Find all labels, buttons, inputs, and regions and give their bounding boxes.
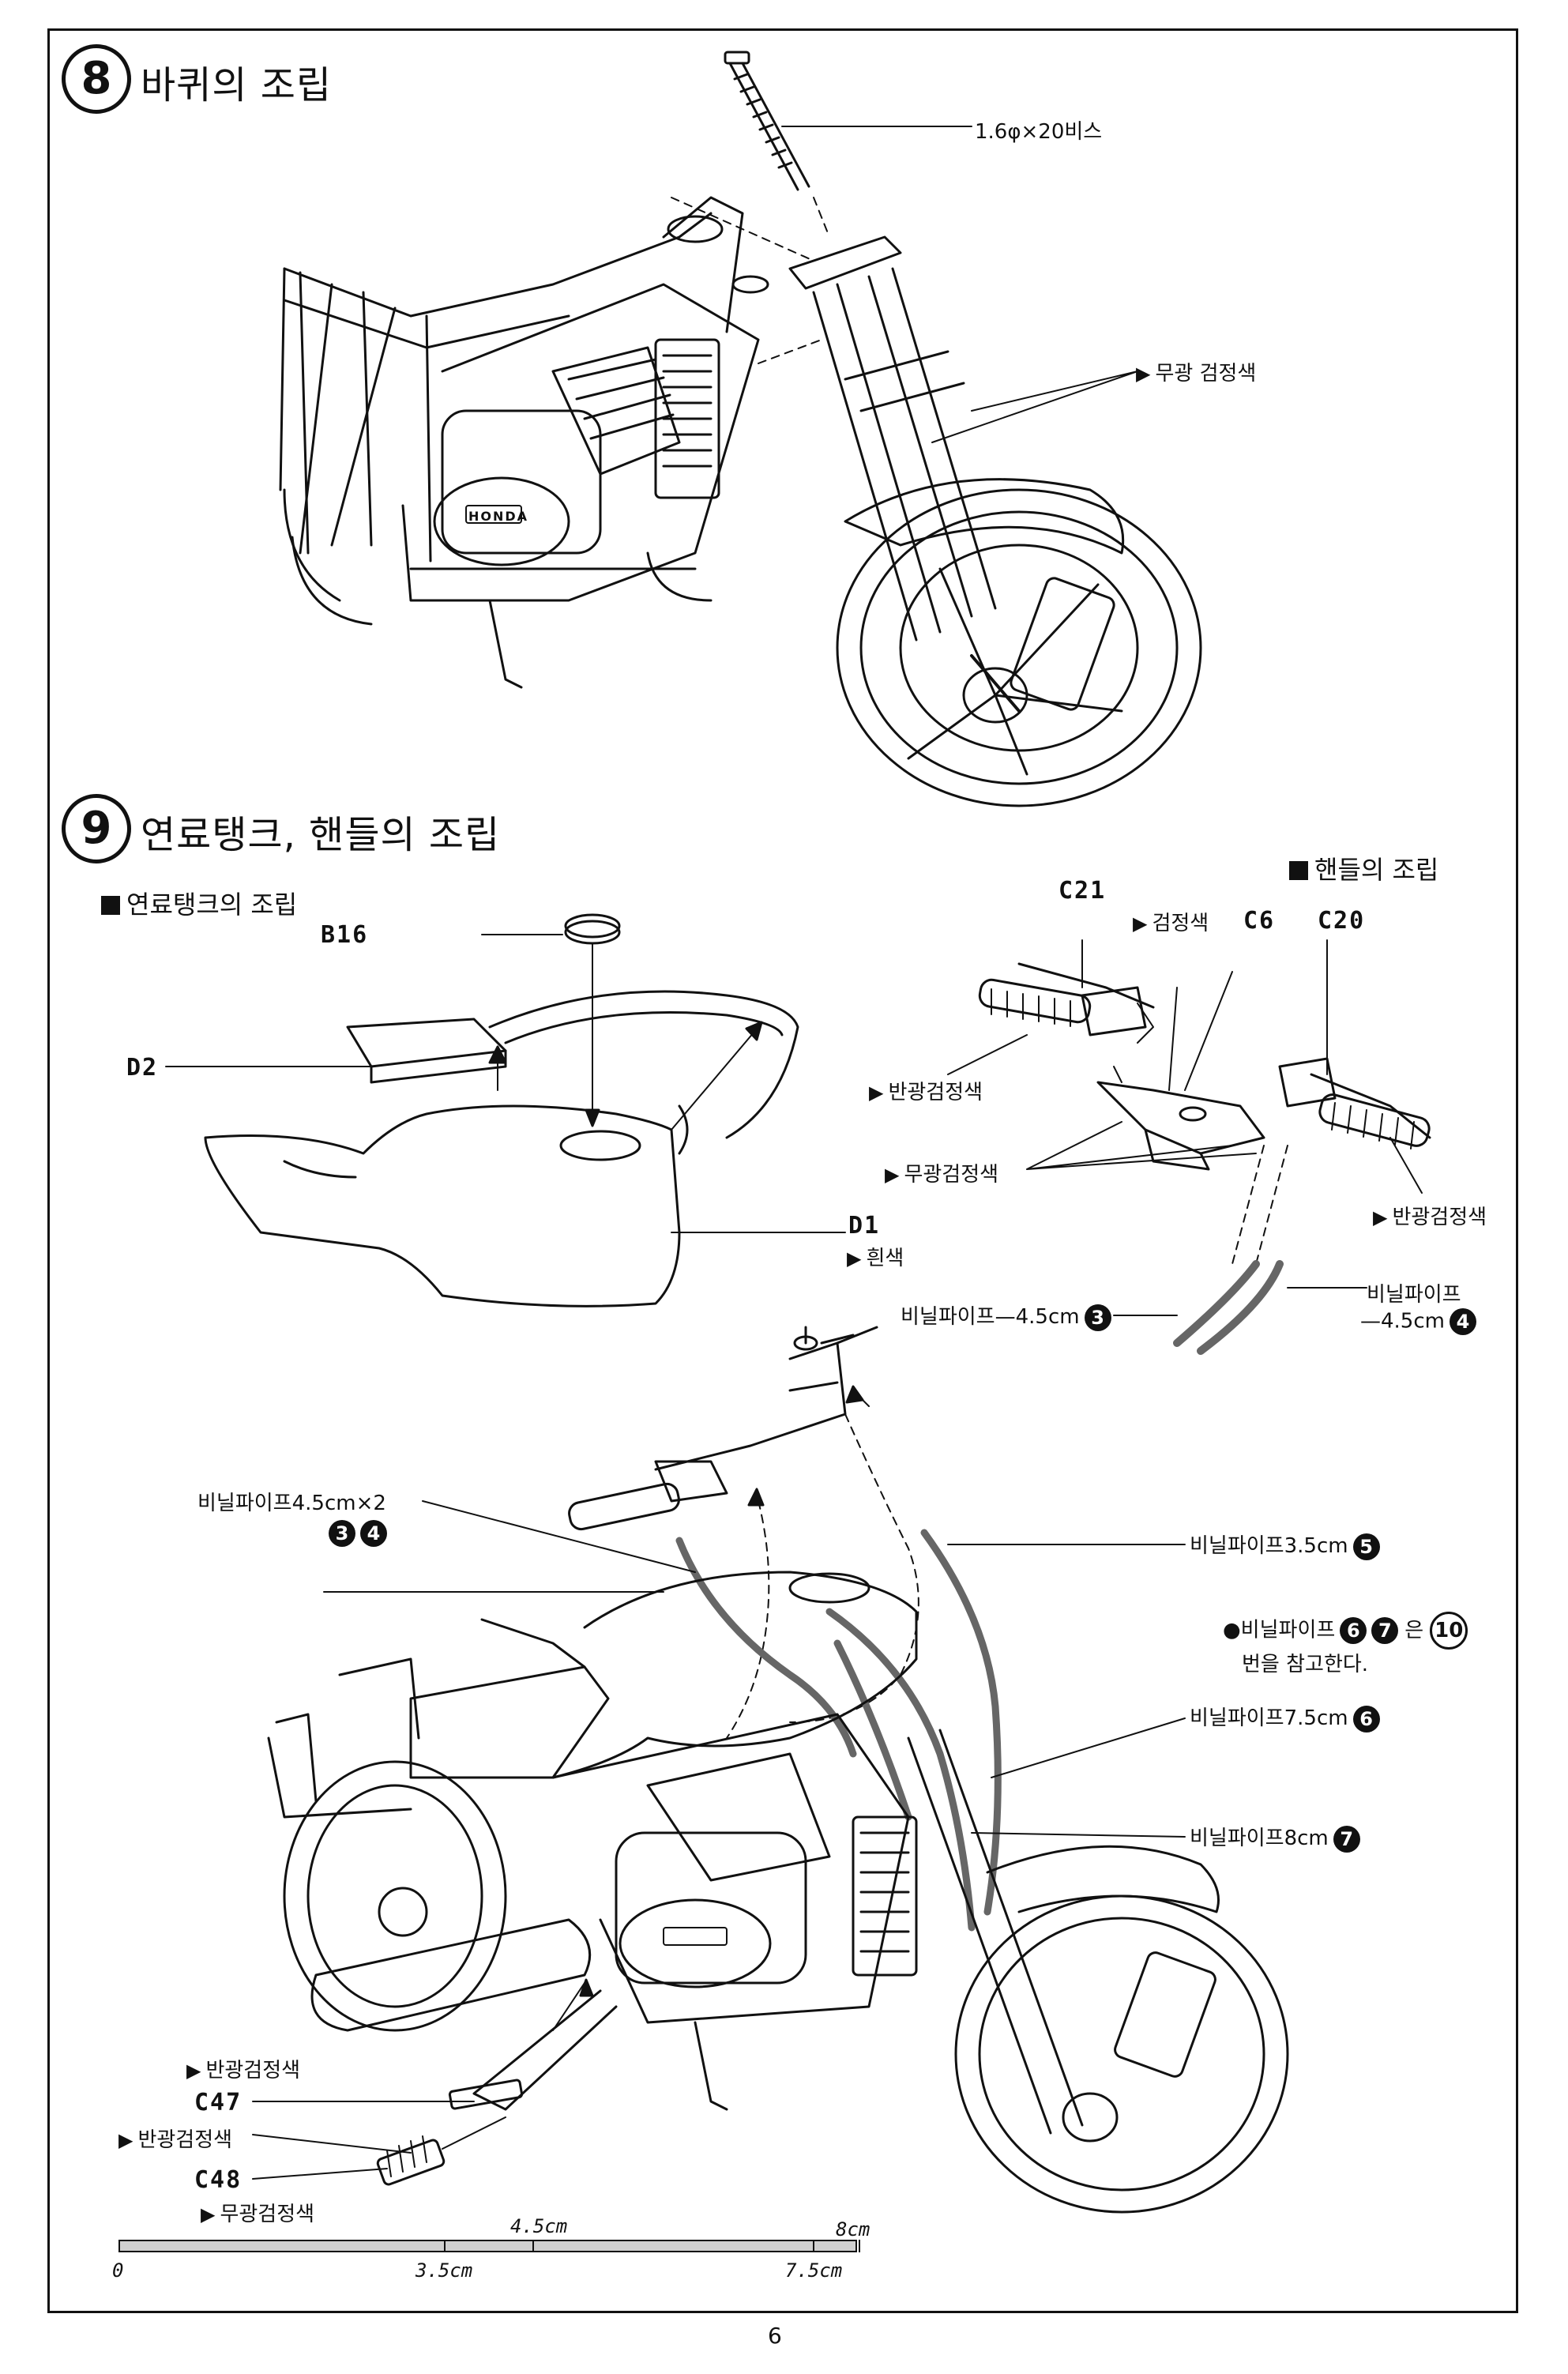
part-number-badge: 7: [1371, 1617, 1399, 1644]
screw-spec-label: 1.6φ×20비스: [975, 120, 1103, 144]
left-grip-paint-label: ▶반광검정색: [869, 1081, 983, 1104]
part-number-badge: 3: [329, 1520, 355, 1547]
fork-paint-label: ▶무광 검정색: [1136, 362, 1257, 386]
ruler-label-3-5: 3.5cm: [416, 2259, 473, 2282]
part-number-badge: 4: [1449, 1308, 1476, 1335]
step-number-badge: 9: [62, 794, 131, 863]
step8-motorcycle-drawing: [279, 51, 1202, 807]
ruler-label-8: 8cm: [836, 2218, 870, 2240]
triangle-pointer-icon: ▶: [186, 2060, 201, 2082]
step-title: 바퀴의 조립: [141, 63, 333, 107]
pedal-paint-label: ▶반광검정색: [186, 2059, 301, 2082]
pipe-pair-label: 비닐파이프4.5cm×2: [197, 1492, 386, 1515]
part-number-badge: 5: [1352, 1533, 1380, 1560]
footstep-paint-label: ▶무광검정색: [201, 2203, 315, 2226]
triangle-pointer-icon: ▶: [1136, 363, 1151, 385]
triangle-pointer-icon: ▶: [885, 1164, 900, 1186]
page-frame: [47, 28, 1518, 2313]
right-grip-paint-label: ▶반광검정색: [1373, 1206, 1487, 1229]
handle-drawing: [947, 939, 1431, 1355]
vinyl-pipe-length-ruler: [118, 2240, 860, 2252]
ruler-tick: [532, 2240, 534, 2252]
triangle-pointer-icon: ▶: [869, 1082, 884, 1104]
fuel-tank-drawing: [165, 913, 846, 1307]
part-number-badge: 6: [1352, 1705, 1380, 1733]
triangle-pointer-icon: ▶: [118, 2129, 133, 2151]
part-code-b16: B16: [321, 921, 369, 949]
triangle-pointer-icon: ▶: [1133, 912, 1148, 935]
fuel-tank-subtitle: 연료탱크의 조립: [101, 885, 297, 921]
triangle-pointer-icon: ▶: [847, 1247, 862, 1270]
part-code-c21: C21: [1058, 877, 1107, 905]
part-code-d1: D1: [848, 1212, 881, 1240]
screw-drawing: [724, 51, 810, 191]
part-code-d2: D2: [126, 1054, 159, 1082]
ruler-tick: [859, 2240, 860, 2252]
pipe-note-line2: 번을 참고한다.: [1242, 1653, 1369, 1676]
handle-subtitle: 핸들의 조립: [1289, 850, 1438, 886]
part-number-badge: 4: [360, 1520, 387, 1547]
step9-motorcycle-drawing: [252, 1326, 1289, 2214]
step-title: 연료탱크, 핸들의 조립: [141, 813, 501, 857]
part-number-badge: 6: [1340, 1617, 1367, 1644]
part-number-badge: 3: [1084, 1304, 1111, 1331]
part-code-c47: C47: [194, 2089, 243, 2116]
step-reference-badge: 10: [1430, 1612, 1468, 1650]
triangle-pointer-icon: ▶: [1373, 1206, 1388, 1228]
ruler-label-7-5: 7.5cm: [785, 2259, 843, 2282]
clamp-paint-label: ▶무광검정색: [885, 1163, 999, 1187]
ruler-tick: [444, 2240, 446, 2252]
pedal-arm-paint-label: ▶반광검정색: [118, 2128, 233, 2152]
part-number-badge: 7: [1333, 1825, 1360, 1853]
pipe-4-label-line1: 비닐파이프: [1367, 1283, 1461, 1307]
part-code-c48: C48: [194, 2166, 243, 2194]
square-bullet-icon: [1289, 861, 1308, 880]
ruler-label-4-5: 4.5cm: [510, 2215, 568, 2237]
tank-paint-label: ▶흰색: [847, 1247, 904, 1270]
triangle-pointer-icon: ▶: [201, 2203, 216, 2225]
square-bullet-icon: [101, 896, 120, 915]
part-code-c6: C6: [1243, 907, 1276, 935]
step-number-badge: 8: [62, 44, 131, 114]
ruler-tick: [813, 2240, 814, 2252]
part-code-c20: C20: [1318, 907, 1366, 935]
page-number: 6: [768, 2323, 782, 2349]
engine-brand-text: HONDA: [468, 509, 529, 524]
left-lever-paint-label: ▶검정색: [1133, 912, 1209, 935]
ruler-label-zero: 0: [112, 2259, 124, 2282]
